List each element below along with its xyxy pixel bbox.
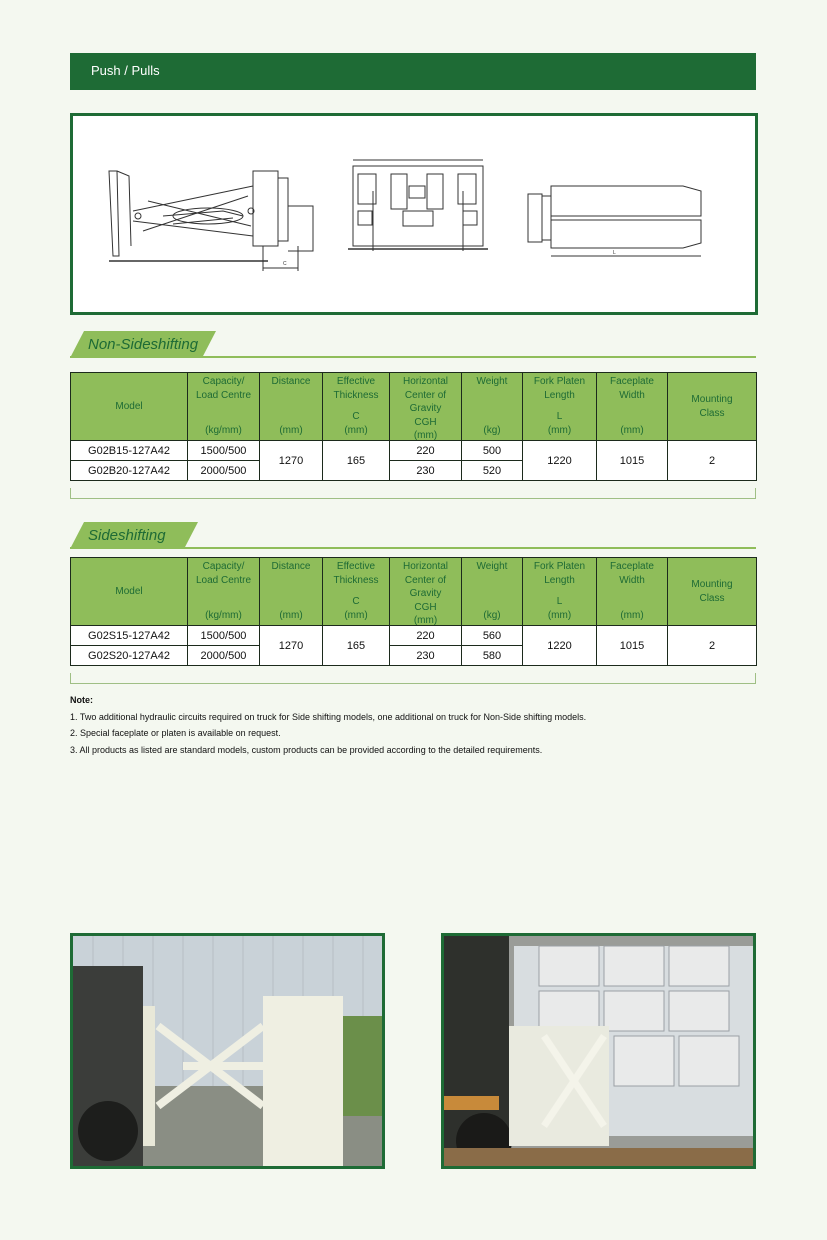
section-heading-non-sideshifting: Non-Sideshifting xyxy=(70,331,756,361)
table-row: G02S20-127A42 2000/500 230 580 xyxy=(70,645,757,666)
note-item: 3. All products as listed are standard m… xyxy=(70,744,543,755)
table-row: G02B15-127A42 1500/500 1270 165 220 500 … xyxy=(70,440,757,481)
side-view-drawing: C xyxy=(108,170,314,271)
forklift-with-boxes-photo xyxy=(444,936,753,1166)
front-view-drawing xyxy=(348,159,488,251)
forklift-attachment-photo xyxy=(73,936,382,1166)
section-heading-sideshifting: Sideshifting xyxy=(70,522,756,552)
top-view-drawing: L xyxy=(527,185,702,257)
section-divider xyxy=(70,547,756,549)
page-header-bar: Push / Pulls xyxy=(70,53,756,90)
technical-drawing-panel: C L xyxy=(70,113,758,315)
svg-text:C: C xyxy=(283,261,287,267)
table-row: G02S15-127A42 1500/500 1270 165 220 560 … xyxy=(70,625,757,666)
svg-text:L: L xyxy=(613,250,616,256)
note-item: 1. Two additional hydraulic circuits req… xyxy=(70,711,587,722)
section-title: Sideshifting xyxy=(88,527,166,544)
table-footer-border xyxy=(70,673,756,684)
product-photo-right xyxy=(441,933,756,1169)
product-photo-left xyxy=(70,933,385,1169)
col-header-model: Model xyxy=(70,557,188,626)
section-divider xyxy=(70,356,756,358)
col-header-model: Model xyxy=(70,372,188,441)
table-row: G02B20-127A42 2000/500 230 520 xyxy=(70,460,757,481)
table-footer-border xyxy=(70,488,756,499)
technical-drawings: C L xyxy=(108,159,702,271)
spec-table-non-sideshifting: Model Capacity/Load Centre(kg/mm) Distan… xyxy=(70,372,757,481)
note-item: 2. Special faceplate or platen is availa… xyxy=(70,728,281,738)
section-title: Non-Sideshifting xyxy=(88,336,199,353)
spec-table-sideshifting: Model Capacity/Load Centre(kg/mm) Distan… xyxy=(70,557,757,666)
notes-block: Note: 1. Two additional hydraulic circui… xyxy=(70,692,586,758)
page-title: Push / Pulls xyxy=(91,63,160,78)
notes-title: Note: xyxy=(70,695,93,705)
